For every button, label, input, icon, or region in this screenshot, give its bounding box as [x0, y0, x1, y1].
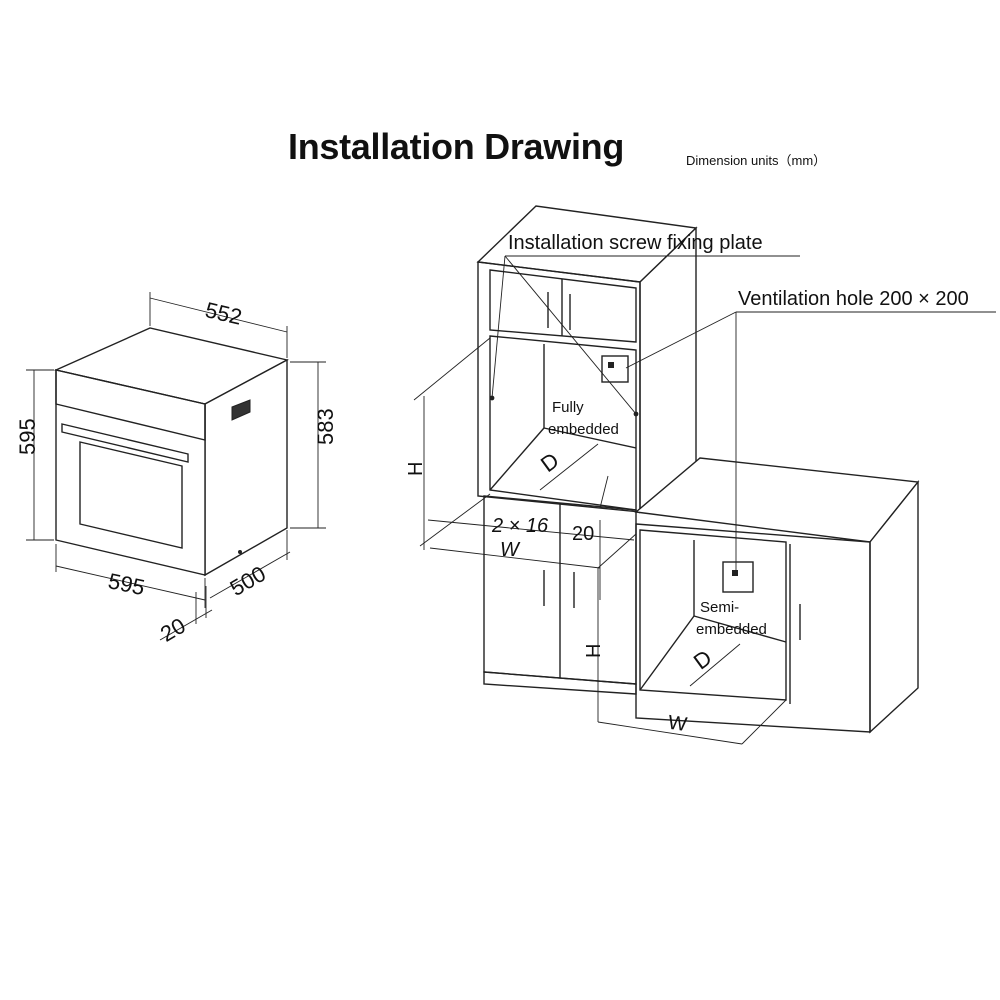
tall-upper-doors: [489, 269, 637, 343]
dim-tall-D: D: [536, 447, 564, 477]
base-cabinet: [634, 457, 920, 734]
tall-vent-mark: [608, 362, 614, 368]
label-fully-line2: embedded: [548, 421, 619, 438]
base-cabinet-front: [635, 523, 871, 733]
dim-door-thickness: 20: [156, 613, 190, 647]
semi-vent-mark: [732, 570, 738, 576]
page-title: Installation Drawing: [288, 126, 625, 167]
oven-door-handle: [61, 423, 189, 463]
label-fully-line1: Fully: [552, 399, 584, 416]
dim-under-D: D: [689, 645, 717, 675]
oven-door-window: [79, 441, 183, 549]
dimension-units-note: Dimension units（mm）: [686, 153, 827, 168]
label-semi-line1: Semi-: [700, 599, 739, 616]
dim-tall-H: H: [405, 462, 427, 476]
dim-top-depth: 552: [203, 297, 244, 330]
oven-illustration: [53, 327, 289, 577]
oven-knob-slot: [231, 399, 251, 421]
install-dimension-lines: [413, 337, 787, 745]
tall-cabinet: [476, 205, 698, 514]
dim-side-height: 583: [313, 408, 338, 445]
label-screw-plate: Installation screw fixing plate: [508, 232, 763, 254]
label-semi-line2: embedded: [696, 621, 767, 638]
oven-foot-dot: [238, 550, 242, 554]
leader-lines: [489, 255, 996, 572]
oven-dimension-lines: [26, 292, 326, 641]
semi-vent-hole: [722, 561, 754, 593]
dim-gap-20: 20: [572, 523, 594, 545]
dim-gap-2x16: 2 × 16: [491, 515, 549, 537]
dim-front-height: 595: [15, 418, 40, 455]
dim-front-width: 595: [106, 568, 147, 600]
dim-tall-W: W: [500, 539, 521, 561]
dim-under-W: W: [667, 712, 689, 736]
label-ventilation: Ventilation hole 200 × 200: [738, 288, 969, 310]
oven-control-panel: [55, 369, 206, 441]
dim-under-H: H: [583, 644, 605, 658]
